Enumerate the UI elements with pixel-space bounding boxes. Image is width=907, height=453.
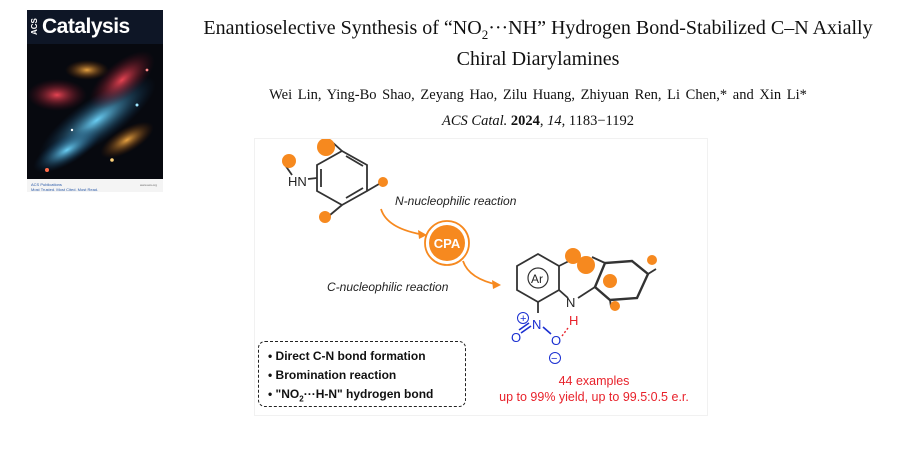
n-nucleophilic-label: N-nucleophilic reaction bbox=[395, 194, 517, 208]
paper-citation: ACS Catal. 2024, 14, 1183−1192 bbox=[442, 113, 634, 129]
nitro-o2-label: O bbox=[551, 333, 561, 348]
ortho-substituent bbox=[319, 211, 331, 223]
product-para-substituent bbox=[647, 255, 657, 265]
cover-masthead: ACS Catalysis bbox=[27, 10, 163, 44]
results-summary: 44 examples up to 99% yield, up to 99.5:… bbox=[480, 373, 708, 405]
product-ortho-small bbox=[603, 274, 617, 288]
para-substituent bbox=[378, 177, 388, 187]
product-ortho-large-2 bbox=[577, 256, 595, 274]
citation-volume: 14 bbox=[547, 113, 562, 129]
arrow-n-head bbox=[418, 230, 427, 239]
feature-item: • "NO2···H-N" hydrogen bond bbox=[268, 387, 434, 404]
product-ortho-large bbox=[565, 248, 581, 264]
cpa-label: CPA bbox=[434, 236, 461, 251]
cpa-catalyst: CPA bbox=[424, 220, 470, 266]
feature-item: • Direct C-N bond formation bbox=[268, 349, 426, 363]
nitro-plus: + bbox=[520, 313, 526, 325]
product-n-label: N bbox=[566, 295, 575, 310]
product-meta-small bbox=[610, 301, 620, 311]
citation-pages: 1183−1192 bbox=[568, 113, 634, 129]
c-nucleophilic-label: C-nucleophilic reaction bbox=[327, 280, 449, 294]
nitro-minus: − bbox=[551, 353, 557, 365]
nitro-n-label: N bbox=[532, 317, 541, 332]
reaction-scheme: HN CPA Ar N H bbox=[282, 139, 657, 365]
product-h-label: H bbox=[569, 313, 578, 328]
starting-aniline bbox=[284, 140, 380, 216]
examples-count: 44 examples bbox=[558, 374, 630, 388]
cover-url: www.acs.org bbox=[139, 183, 157, 187]
paper-authors: Wei Lin, Ying-Bo Shao, Zeyang Hao, Zilu … bbox=[269, 87, 807, 103]
yield-er: up to 99% yield, up to 99.5:0.5 e.r. bbox=[499, 390, 689, 404]
nitro-o1-label: O bbox=[511, 330, 521, 345]
cover-journal-name: Catalysis bbox=[42, 15, 130, 38]
cover-acs-mark: ACS bbox=[30, 18, 39, 36]
n-substituent bbox=[282, 154, 296, 168]
feature-item: • Bromination reaction bbox=[268, 368, 397, 382]
product-aryl-ring bbox=[516, 252, 572, 313]
features-box: • Direct C-N bond formation • Brominatio… bbox=[258, 341, 466, 407]
ortho-substituent-large bbox=[317, 139, 335, 156]
citation-journal: ACS Catal. bbox=[442, 113, 508, 129]
citation-year: 2024 bbox=[510, 113, 540, 129]
amine-nh-label: HN bbox=[288, 174, 307, 189]
product-ar-label: Ar bbox=[531, 272, 543, 286]
paper-title: Enantioselective Synthesis of “NO2···NH”… bbox=[203, 17, 873, 70]
arrow-c-head bbox=[492, 280, 501, 289]
